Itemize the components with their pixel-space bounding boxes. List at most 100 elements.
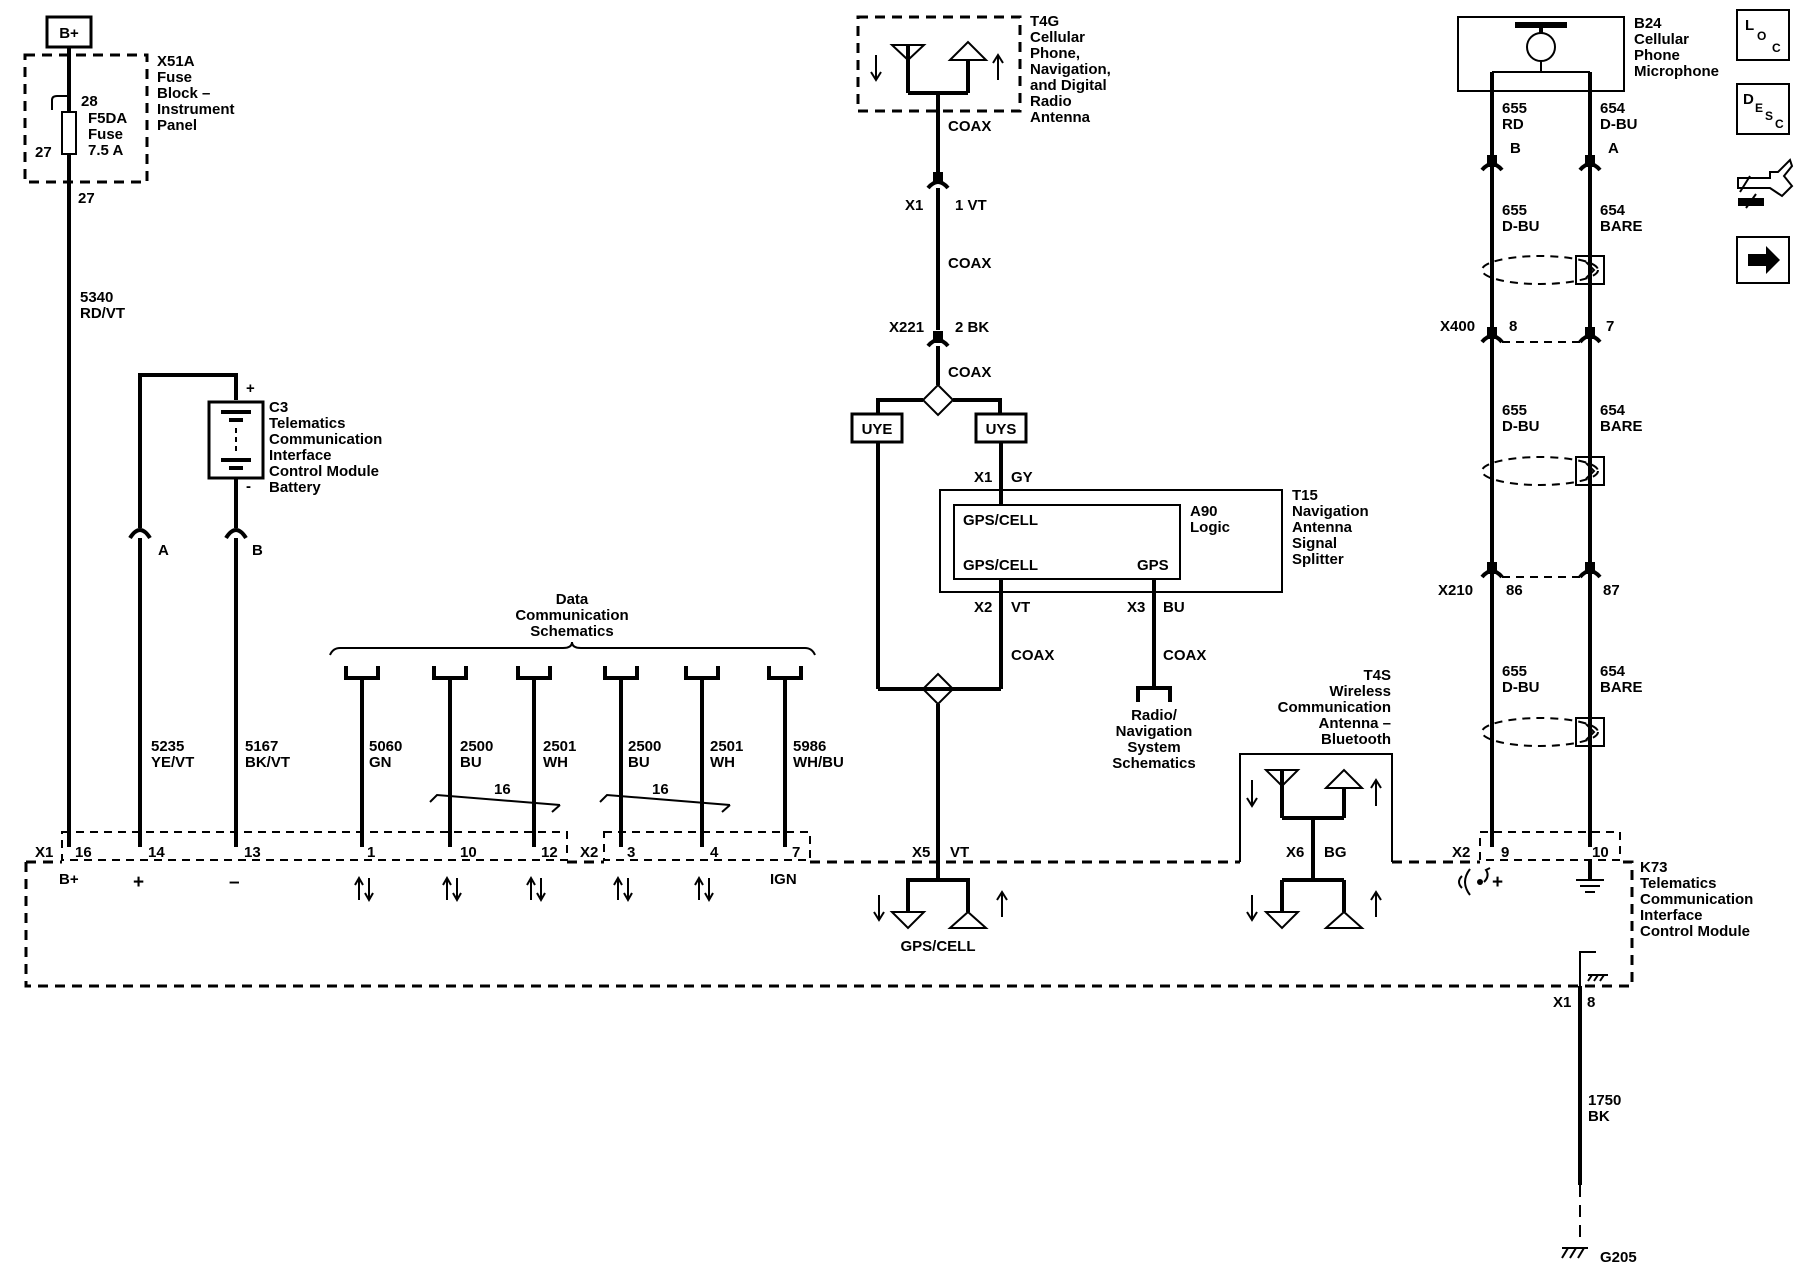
connector-x2-data: X2 3 4 7 IGN <box>580 831 811 888</box>
x1-pin-13: 13 <box>244 844 261 861</box>
data-comm-label-1: Data <box>556 591 589 608</box>
battery-name-5: Battery <box>269 479 321 496</box>
wire-2501-a-color: WH <box>543 754 568 771</box>
mic-name-2: Phone <box>1634 47 1680 64</box>
connector-view-button[interactable] <box>1737 158 1794 209</box>
arrow-right-icon <box>1748 246 1780 274</box>
fuse-pin-bottom: 27 <box>78 190 95 207</box>
mic-signal-icon: + <box>1458 867 1503 896</box>
seg3-b-num: 654 <box>1600 663 1626 680</box>
radio-nav-4: Schematics <box>1112 755 1195 772</box>
desc-letter-c: C <box>1775 117 1784 131</box>
module-ref: K73 <box>1640 859 1668 876</box>
splitter-ref: T15 <box>1292 487 1318 504</box>
coax-2: COAX <box>948 255 991 272</box>
loc-letter-l: L <box>1745 17 1754 34</box>
seg2-a-num: 655 <box>1502 402 1527 419</box>
splitter-name-3: Signal <box>1292 535 1337 552</box>
antenna-t4g-name-3: Navigation, <box>1030 61 1111 78</box>
antenna-t4g-name-2: Phone, <box>1030 45 1080 62</box>
wire-5235-number: 5235 <box>151 738 184 755</box>
loc-letter-c: C <box>1772 41 1781 55</box>
radio-nav-1: Radio/ <box>1131 707 1178 724</box>
battery-name-4: Control Module <box>269 463 379 480</box>
mic-pin-a: A <box>1608 140 1619 157</box>
wire-1750-color: BK <box>1588 1108 1610 1125</box>
x6-color: BG <box>1324 844 1347 861</box>
gps-cell-bottom: GPS/CELL <box>963 557 1038 574</box>
seg1-a-color: D-BU <box>1502 218 1540 235</box>
data-comm-connectors <box>344 666 803 680</box>
x1-pin-10: 10 <box>460 844 477 861</box>
radio-nav-2: Navigation <box>1116 723 1193 740</box>
wire-5235-color: YE/VT <box>151 754 194 771</box>
connector-x1-ref: X1 <box>35 844 53 861</box>
seg1-a-num: 655 <box>1502 202 1527 219</box>
battery-ref: C3 <box>269 399 288 416</box>
x1-pin-12: 12 <box>541 844 558 861</box>
bidirectional-arrows <box>354 875 714 903</box>
signal-minus: – <box>229 872 240 893</box>
connector-x2-ref: X2 <box>580 844 598 861</box>
seg3-b-color: BARE <box>1600 679 1643 696</box>
antenna-t4g-name-1: Cellular <box>1030 29 1085 46</box>
logic-ref: A90 <box>1190 503 1218 520</box>
next-page-button[interactable] <box>1736 236 1790 284</box>
wire-2501-b-number: 2501 <box>710 738 743 755</box>
antenna-t4g-name-5: Radio <box>1030 93 1072 110</box>
splitter-x3-ref: X3 <box>1127 599 1145 616</box>
ground-x1-pin: 8 <box>1587 994 1595 1011</box>
gps-port-label: GPS <box>1137 557 1169 574</box>
fuse-name-1: F5DA <box>88 110 127 127</box>
mic-name-1: Cellular <box>1634 31 1689 48</box>
desc-letter-e: E <box>1755 101 1763 115</box>
ground-x1-ref: X1 <box>1553 994 1571 1011</box>
x1-pin-14: 14 <box>148 844 165 861</box>
fuse-name-2: Fuse <box>88 126 123 143</box>
wire-655-color-top: RD <box>1502 116 1524 133</box>
fuse-block-name-2: Block – <box>157 85 210 102</box>
twist-pair-2-label: 16 <box>652 781 669 798</box>
desc-button[interactable]: D E S C <box>1736 83 1790 135</box>
x1-pin-16: 16 <box>75 844 92 861</box>
mic-pin-b: B <box>1510 140 1521 157</box>
module-name-3: Interface <box>1640 907 1703 924</box>
mic-plus: + <box>1492 872 1503 893</box>
wire-1750-number: 1750 <box>1588 1092 1621 1109</box>
mic-x2-pin-10: 10 <box>1592 844 1609 861</box>
wire-2501-b-color: WH <box>710 754 735 771</box>
mic-name-3: Microphone <box>1634 63 1719 80</box>
loc-button[interactable]: L O C <box>1736 9 1790 61</box>
desc-letter-s: S <box>1765 109 1773 123</box>
battery-module-c3: + - C3 Telematics Communication Interfac… <box>128 373 382 847</box>
module-name-4: Control Module <box>1640 923 1750 940</box>
antenna-t4g-ref: T4G <box>1030 13 1059 30</box>
signal-plus: + <box>133 872 144 893</box>
module-name-1: Telematics <box>1640 875 1716 892</box>
splitter-name-4: Splitter <box>1292 551 1344 568</box>
data-comm-label-2: Communication <box>515 607 628 624</box>
battery-pin-a: A <box>158 542 169 559</box>
splitter-x3-color: BU <box>1163 599 1185 616</box>
module-name-2: Communication <box>1640 891 1753 908</box>
splitter-x1-ref: X1 <box>974 469 992 486</box>
desc-letter-d: D <box>1743 91 1754 108</box>
mic-x2-pin-9: 9 <box>1501 844 1509 861</box>
x1-pin-1: 1 <box>367 844 375 861</box>
fuse-pin-top: 28 <box>81 93 98 110</box>
signal-b-plus: B+ <box>59 871 79 888</box>
wire-5167-color: BK/VT <box>245 754 290 771</box>
fuse-block-x51a: X51A Fuse Block – Instrument Panel 28 27… <box>23 53 235 847</box>
wire-2500-a-number: 2500 <box>460 738 493 755</box>
wire-5340-number: 5340 <box>80 289 113 306</box>
battery-name-2: Communication <box>269 431 382 448</box>
coax-splitter-right: COAX <box>1163 647 1206 664</box>
x1-pin-coax: 1 VT <box>955 197 987 214</box>
ground-g205: X1 8 1750 BK G205 <box>1553 951 1637 1266</box>
bt-name-3: Antenna – <box>1318 715 1391 732</box>
splice-and-splitter: UYE UYS X1 GY T15 Navigation Antenna Sig… <box>850 383 1369 955</box>
wire-5060-number: 5060 <box>369 738 402 755</box>
fuse-pin-left: 27 <box>35 144 52 161</box>
module-k73: K73 Telematics Communication Interface C… <box>24 859 1753 988</box>
